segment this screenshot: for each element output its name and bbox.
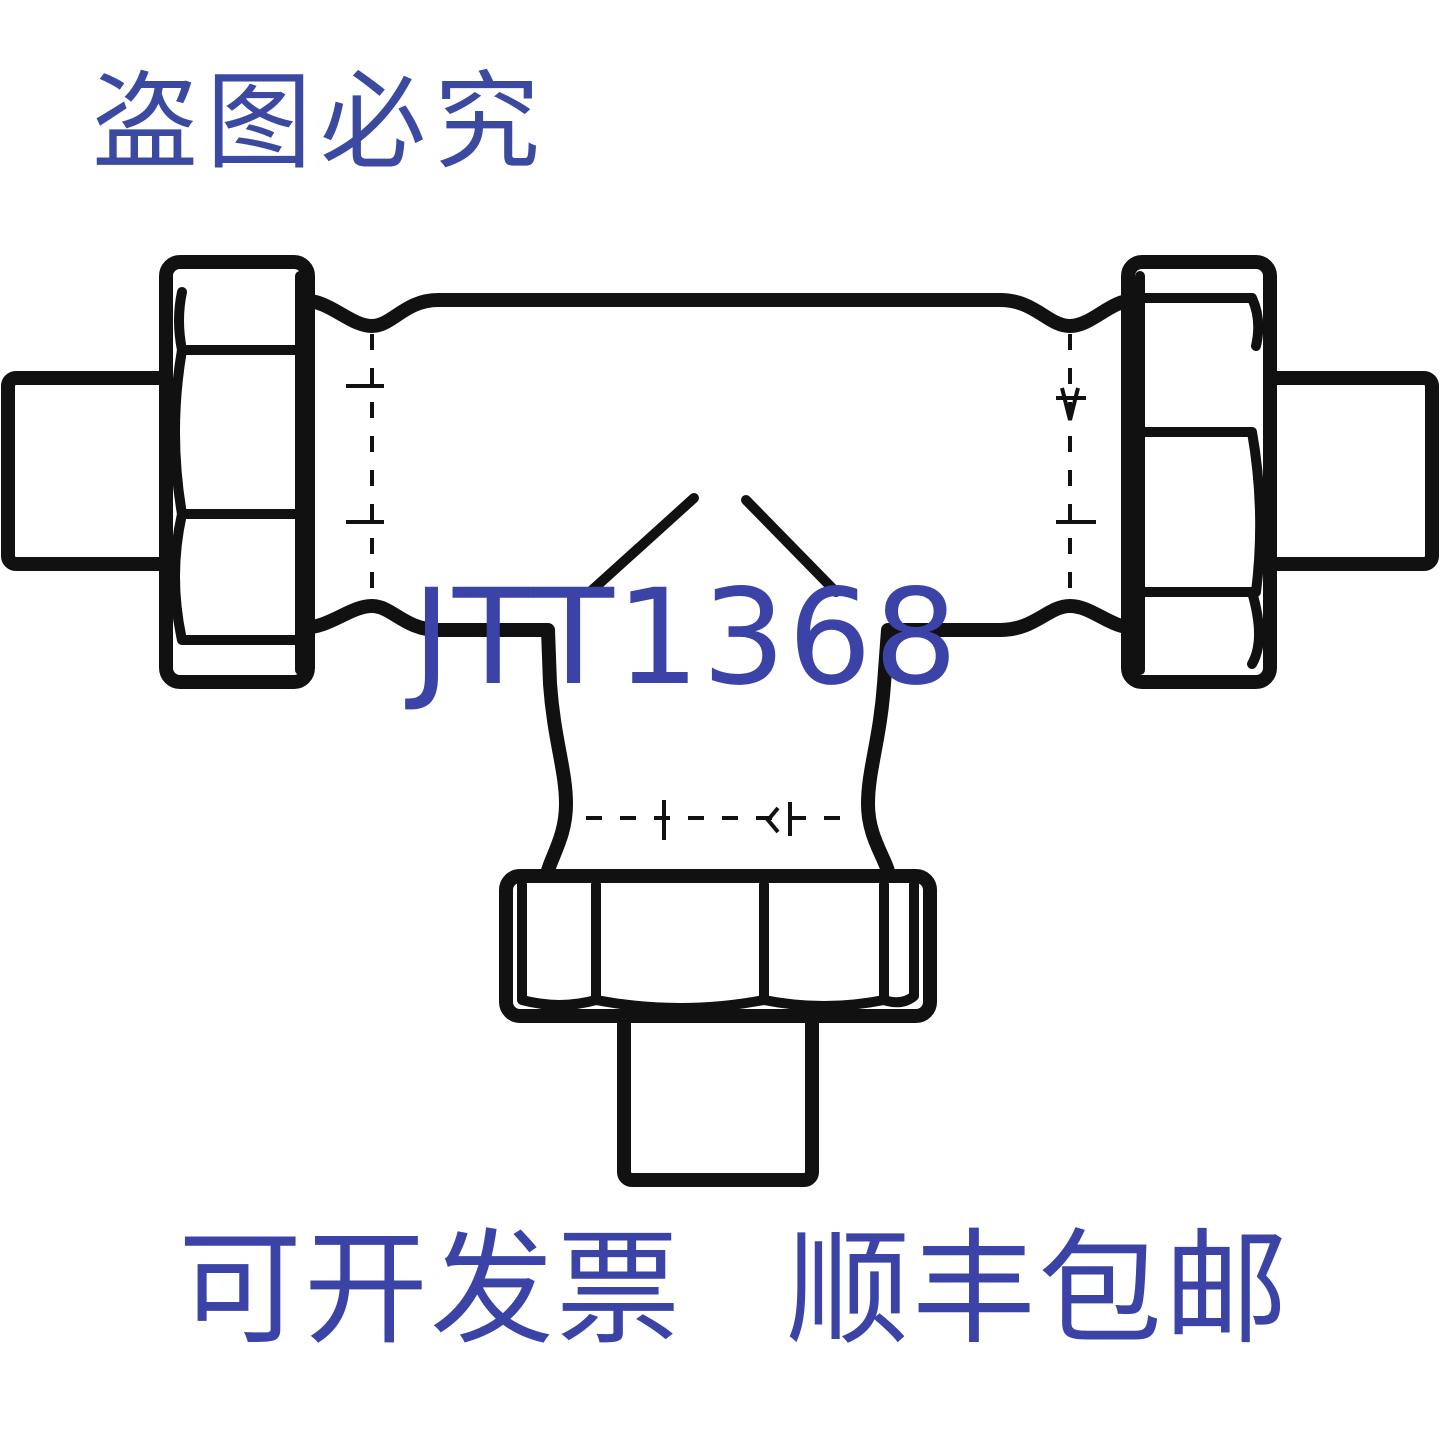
bottom-nut-flat-2 <box>591 879 769 1013</box>
branch-chamfer-right <box>741 495 841 597</box>
bottom-nut-flat-4 <box>879 879 919 1008</box>
invoice-available-text: 可开发票 <box>178 1218 683 1362</box>
right-pipe-stub <box>1257 371 1439 571</box>
left-nut-flat-3 <box>170 509 305 645</box>
bottom-pipe-stub <box>617 1003 819 1187</box>
model-code-label: JTT1368 <box>412 561 960 715</box>
branch-chamfer-left <box>585 493 699 597</box>
bottom-nut-flat-1 <box>517 879 601 1010</box>
left-hex-nut <box>159 255 315 689</box>
bottom-nut-flat-3 <box>759 879 889 1011</box>
right-arrow-mark <box>1056 387 1086 421</box>
bottom-arrow-mark <box>765 802 792 836</box>
right-nut-flat-2 <box>1135 427 1266 597</box>
left-pipe-stub <box>1 371 183 571</box>
right-hex-nut <box>1121 255 1277 689</box>
right-nut-flat-3 <box>1135 587 1264 669</box>
left-nut-flat-2 <box>170 345 305 519</box>
bottom-hex-nut <box>499 869 937 1023</box>
tee-body <box>295 293 1142 887</box>
watermark-text: 盗图必究 <box>92 61 548 184</box>
free-shipping-text: 顺丰包邮 <box>786 1218 1291 1362</box>
right-nut-flat-1 <box>1135 293 1264 351</box>
